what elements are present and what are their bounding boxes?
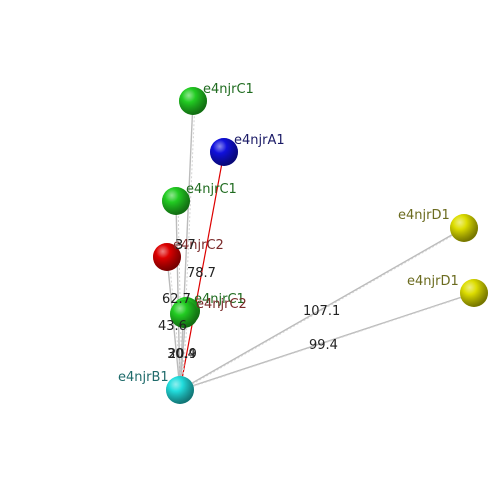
atom-label: e4njrA1 bbox=[234, 133, 285, 148]
distance-label: 20.9 bbox=[168, 347, 197, 362]
distance-label: 78.7 bbox=[187, 266, 216, 281]
distance-label: 99.4 bbox=[309, 338, 338, 353]
bond-line bbox=[166, 256, 181, 391]
atom-label: e4njrD1 bbox=[407, 274, 459, 289]
atom-label: e4njrC1 bbox=[194, 292, 245, 307]
atom-sphere-shading bbox=[460, 279, 488, 307]
bond-lines bbox=[166, 100, 477, 391]
atom-sphere-shading bbox=[210, 138, 238, 166]
distance-labels: 3.7 78.7 62.7 43.6 30.420.9 107.1 99.4 bbox=[158, 238, 340, 362]
atom-sphere-shading bbox=[153, 243, 181, 271]
bond-line bbox=[175, 200, 181, 391]
bond-line-shadow bbox=[181, 227, 467, 391]
bond-line bbox=[179, 227, 465, 391]
atom-label: e4njrB1 bbox=[118, 370, 169, 385]
distance-label: 30.4 bbox=[167, 347, 196, 362]
bond-line bbox=[179, 292, 475, 391]
distance-label: 3.7 bbox=[175, 238, 196, 253]
atom-label: e4njrC2 bbox=[196, 297, 247, 312]
distance-label: 43.6 bbox=[158, 319, 187, 334]
atom-label: e4njrC1 bbox=[203, 82, 254, 97]
atom-sphere-shading bbox=[450, 214, 478, 242]
bond-line bbox=[179, 100, 194, 391]
atom-sphere-shading bbox=[179, 87, 207, 115]
atom-label: e4njrC1 bbox=[186, 182, 237, 197]
atom-label: e4njrD1 bbox=[398, 208, 450, 223]
bond-line-shadow bbox=[181, 292, 477, 391]
atom-spheres bbox=[153, 87, 488, 404]
atom-sphere-shading bbox=[170, 300, 198, 328]
atom-label: e4njrC2 bbox=[173, 238, 224, 253]
atom-sphere-shading bbox=[162, 187, 190, 215]
bond-line-shadow bbox=[177, 200, 183, 391]
atom-labels: e4njrC1e4njrA1e4njrC1e4njrC2e4njrC1e4njr… bbox=[118, 82, 459, 385]
distance-label: 107.1 bbox=[303, 304, 340, 319]
atom-sphere-shading bbox=[166, 376, 194, 404]
distance-label: 62.7 bbox=[162, 292, 191, 307]
bond-line bbox=[179, 151, 225, 391]
